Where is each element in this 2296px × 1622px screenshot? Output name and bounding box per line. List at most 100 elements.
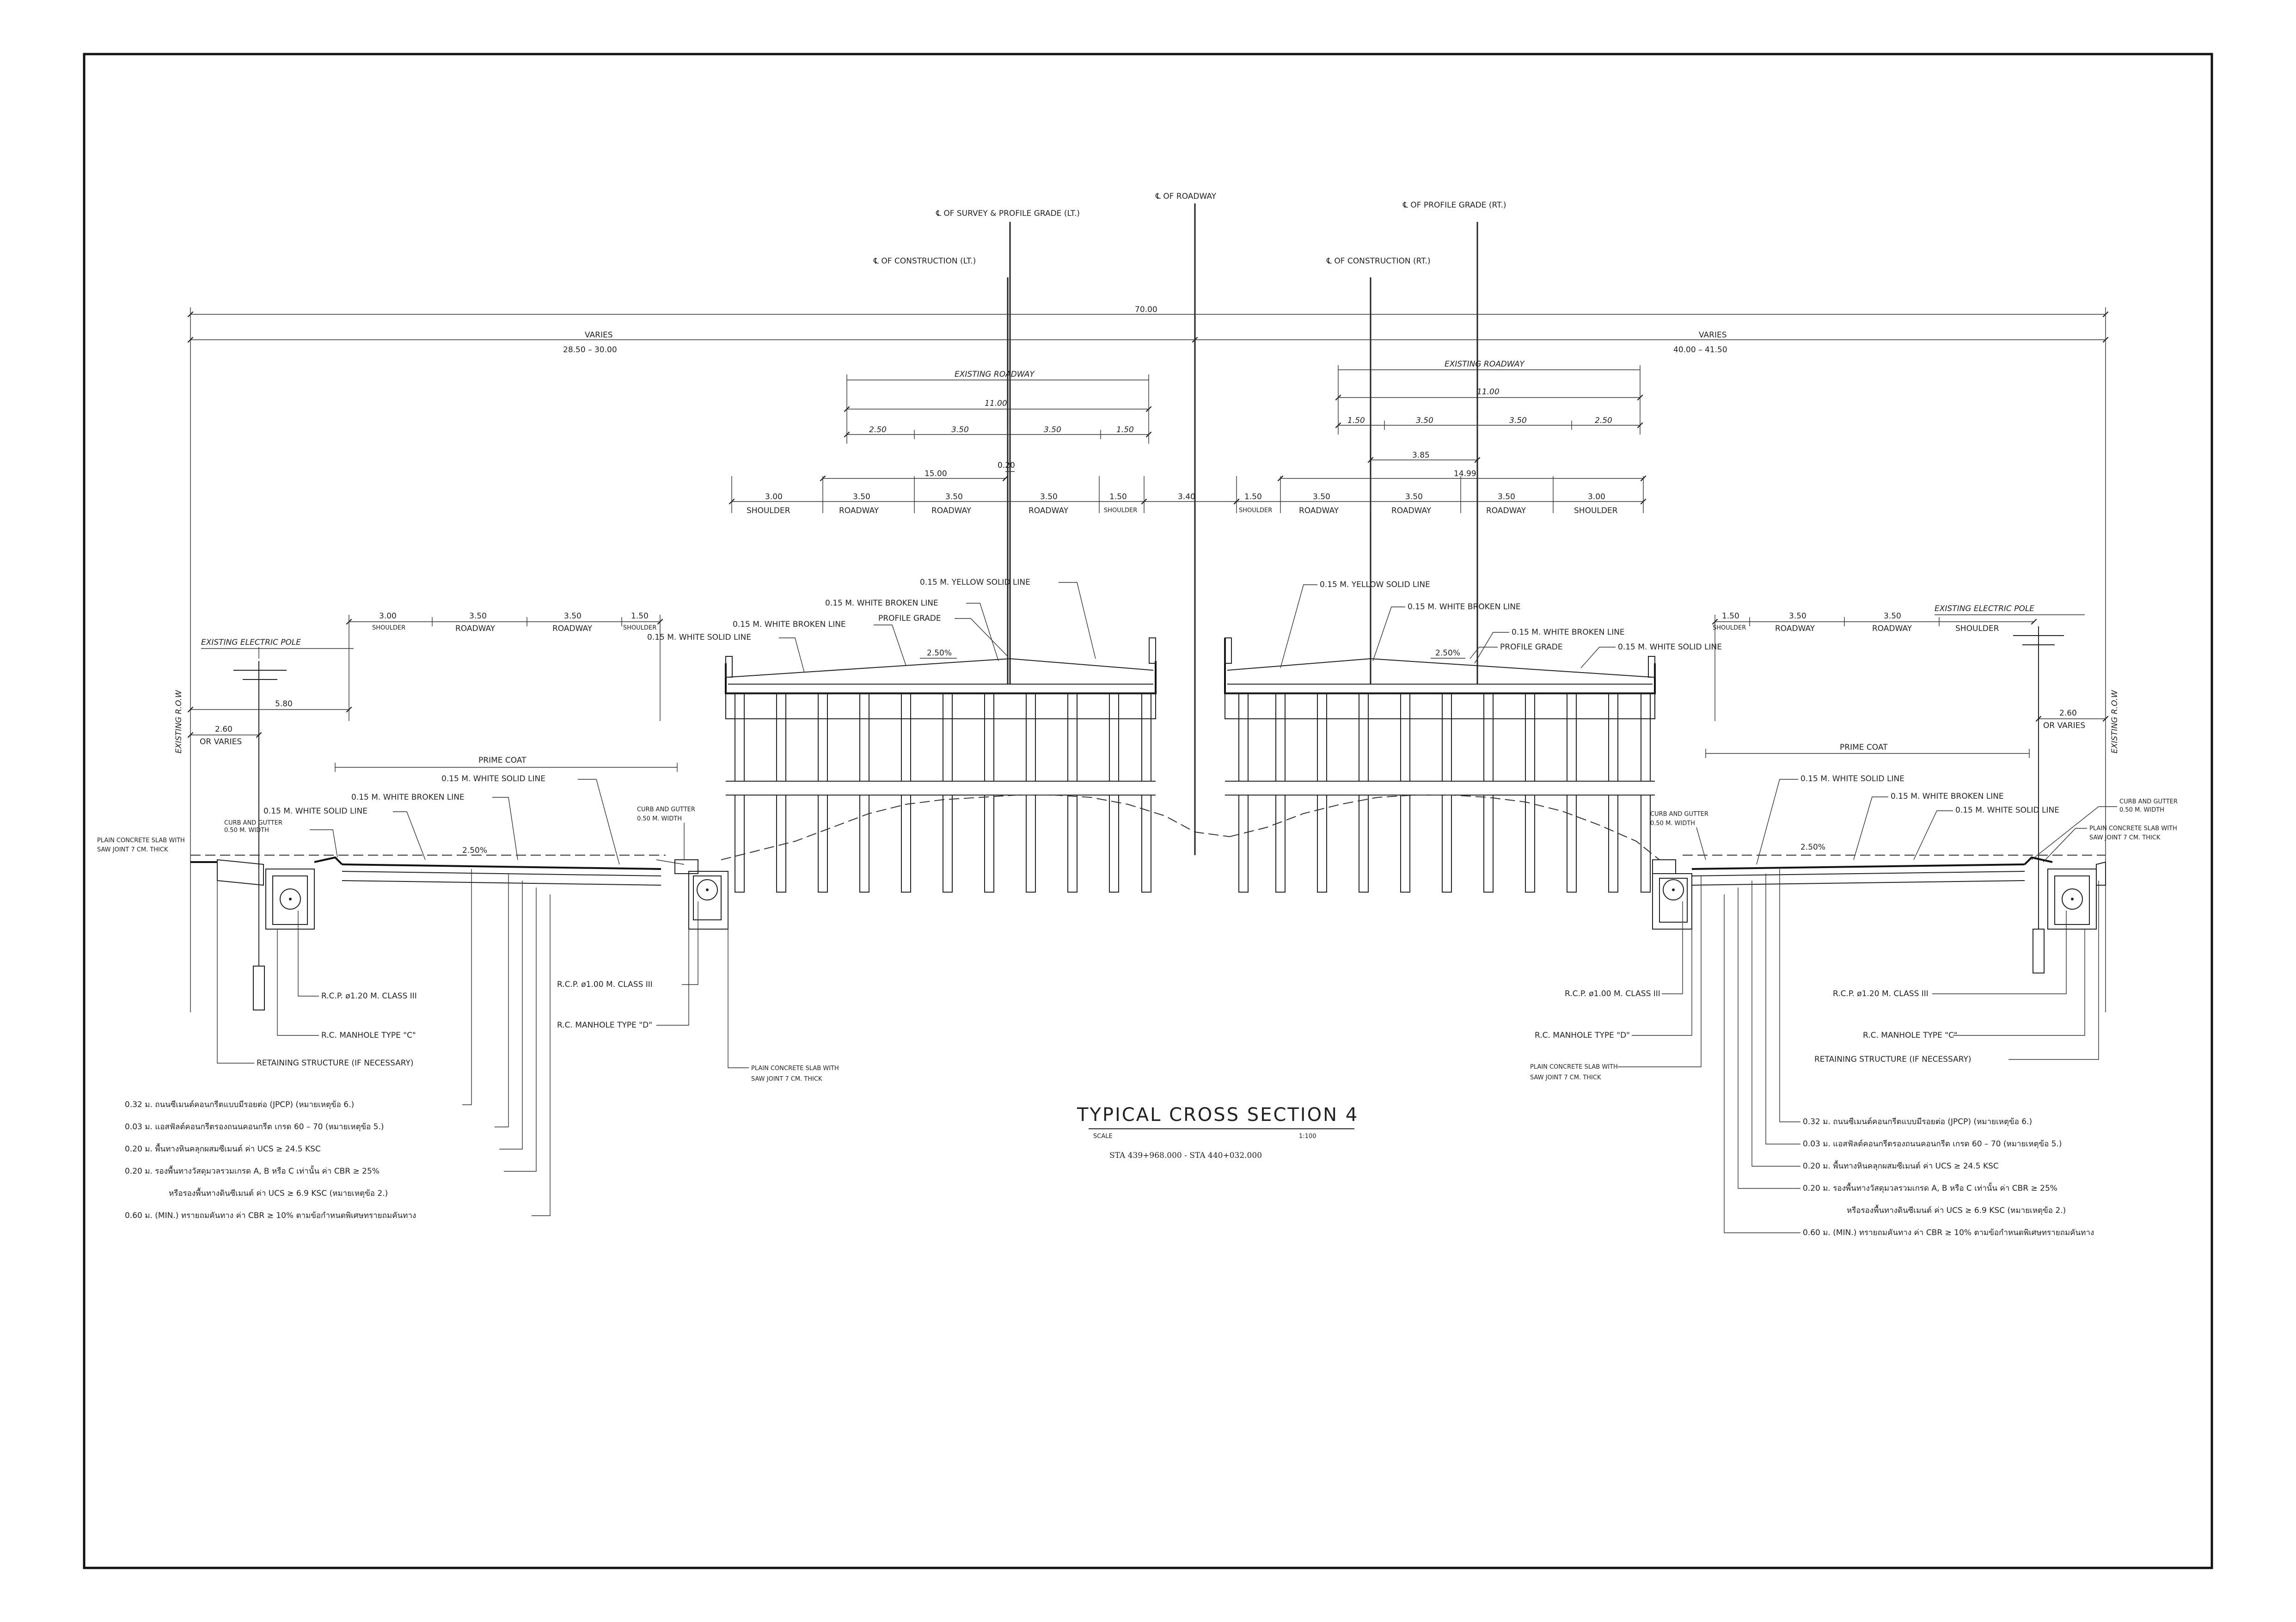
proposed-lt-lbl-4: ROADWAY xyxy=(1029,506,1069,515)
row-label-rt: EXISTING R.O.W xyxy=(2110,690,2119,753)
layer-notes-rt: 0.32 ม. ถนนซีเมนต์คอนกรีตแบบมีรอยต่อ (JP… xyxy=(1724,869,2094,1237)
dim-varies-right: VARIES xyxy=(1699,331,1727,340)
lbl-rcp-120-lt: R.C.P. ø1.20 M. CLASS III xyxy=(321,992,417,1001)
frontage-lt-seg-4: 1.50 xyxy=(631,612,649,621)
lbl-plain-slab-mid-lt-2: SAW JOINT 7 CM. THICK xyxy=(751,1076,822,1083)
lbl-curb-lt-2: CURB AND GUTTER xyxy=(637,806,695,813)
leader-labels: 0.15 M. YELLOW SOLID LINE 0.15 M. WHITE … xyxy=(97,578,2178,1083)
centerlines: ℄ OF ROADWAY ℄ OF SURVEY & PROFILE GRADE… xyxy=(873,192,1506,855)
existing-rt-total: 11.00 xyxy=(1477,387,1500,397)
proposed-rt-lbl-1: SHOULDER xyxy=(1239,507,1272,514)
lbl-width-lt: 0.50 M. WIDTH xyxy=(224,827,269,834)
existing-lt-seg-1: 2.50 xyxy=(869,425,887,435)
existing-lt-seg-3: 3.50 xyxy=(1044,425,1061,435)
layer-lt-4: 0.20 ม. รองพื้นทางวัสดุมวลรวมเกรด A, B ห… xyxy=(125,1165,380,1176)
existing-lt-title: EXISTING ROADWAY xyxy=(955,370,1035,379)
proposed-rt-total: 14.99 xyxy=(1454,469,1476,478)
lbl-prime-coat-rt: PRIME COAT xyxy=(1840,743,1888,752)
proposed-dimensions: 15.00 0.20 3.00 3.50 3.50 3.50 1.50 SHOU… xyxy=(729,461,1647,515)
frontage-rt-lbl-3: ROADWAY xyxy=(1872,624,1912,633)
lbl-manhole-c-lt: R.C. MANHOLE TYPE "C" xyxy=(321,1031,416,1040)
lbl-slope-frontage-rt: 2.50% xyxy=(1800,843,1825,852)
lbl-plain-slab-lt-1: PLAIN CONCRETE SLAB WITH xyxy=(97,837,185,844)
frontage-rt-seg-1: 1.50 xyxy=(1722,612,1739,621)
station-range: STA 439+968.000 - STA 440+032.000 xyxy=(1109,1151,1262,1160)
lbl-width-lt-2: 0.50 M. WIDTH xyxy=(637,815,682,822)
lbl-broken-lt-1: 0.15 M. WHITE BROKEN LINE xyxy=(825,599,938,608)
lbl-curb-rt: CURB AND GUTTER xyxy=(2119,798,2178,805)
layer-lt-3: 0.20 ม. พื้นทางหินคลุกผสมซีเมนต์ ค่า UCS… xyxy=(125,1143,321,1154)
lbl-broken-rt-1: 0.15 M. WHITE BROKEN LINE xyxy=(1408,602,1521,612)
lbl-plain-slab-mid-lt-1: PLAIN CONCRETE SLAB WITH xyxy=(751,1065,839,1072)
existing-roadway-rt: EXISTING ROADWAY 11.00 1.50 3.50 3.50 2.… xyxy=(1335,360,1643,463)
row-dim-lt-2: 2.60 xyxy=(215,725,233,734)
lbl-manhole-d-lt: R.C. MANHOLE TYPE "D" xyxy=(557,1021,652,1030)
existing-rt-seg-4: 2.50 xyxy=(1595,416,1612,425)
row-or-varies-rt: OR VARIES xyxy=(2043,721,2085,730)
lbl-plain-slab-rt-2: SAW JOINT 7 CM. THICK xyxy=(2089,834,2161,841)
frontage-rt-lbl-4: SHOULDER xyxy=(1955,624,1999,633)
row-dim-lt-1: 5.80 xyxy=(275,699,293,709)
lbl-solid-frontage-lt: 0.15 M. WHITE SOLID LINE xyxy=(441,774,545,783)
lbl-yellow-lt: 0.15 M. YELLOW SOLID LINE xyxy=(920,578,1030,587)
drawing-title: TYPICAL CROSS SECTION 4 xyxy=(1077,1104,1359,1126)
lbl-retaining-rt: RETAINING STRUCTURE (IF NECESSARY) xyxy=(1814,1055,1971,1064)
frontage-lt-lbl-4: SHOULDER xyxy=(623,624,656,631)
proposed-lt-lbl-3: ROADWAY xyxy=(931,506,972,515)
row-or-varies-lt: OR VARIES xyxy=(200,737,242,747)
dim-total: 70.00 xyxy=(1135,305,1157,314)
lbl-slope-deck-lt: 2.50% xyxy=(927,649,952,658)
frontage-lt-seg-3: 3.50 xyxy=(564,612,582,621)
layer-rt-1: 0.32 ม. ถนนซีเมนต์คอนกรีตแบบมีรอยต่อ (JP… xyxy=(1803,1117,2032,1126)
row-dim-rt: 2.60 xyxy=(2059,709,2077,718)
lbl-broken-rt-2: 0.15 M. WHITE BROKEN LINE xyxy=(1512,628,1625,637)
lbl-retaining-lt: RETAINING STRUCTURE (IF NECESSARY) xyxy=(257,1059,414,1068)
lbl-prime-coat-lt: PRIME COAT xyxy=(478,756,527,765)
lbl-yellow-rt: 0.15 M. YELLOW SOLID LINE xyxy=(1320,580,1430,589)
lbl-rcp-100-rt: R.C.P. ø1.00 M. CLASS III xyxy=(1565,989,1660,998)
frontage-lt-seg-2: 3.50 xyxy=(469,612,487,621)
scale-value: 1:100 xyxy=(1299,1133,1316,1140)
frontage-rt-seg-3: 3.50 xyxy=(1884,612,1901,621)
proposed-rt-seg-5: 3.00 xyxy=(1588,492,1605,502)
proposed-rt-seg-1: 1.50 xyxy=(1244,492,1262,502)
lbl-profile-lt: PROFILE GRADE xyxy=(878,614,941,623)
layer-lt-2: 0.03 ม. แอสฟัลต์คอนกรีตรองถนนคอนกรีต เกร… xyxy=(125,1122,384,1132)
bridge-deck-lt xyxy=(721,637,1230,893)
cl-construction-lt-label: ℄ OF CONSTRUCTION (LT.) xyxy=(873,257,976,266)
median-width: 3.40 xyxy=(1178,492,1195,502)
existing-rt-offset: 3.85 xyxy=(1412,451,1430,460)
title-block: TYPICAL CROSS SECTION 4 SCALE 1:100 STA … xyxy=(1077,1104,1359,1160)
lbl-slope-frontage-lt: 2.50% xyxy=(462,846,487,855)
lbl-plain-slab-lt-2: SAW JOINT 7 CM. THICK xyxy=(97,846,168,853)
lbl-solid-frontage-rt: 0.15 M. WHITE SOLID LINE xyxy=(1800,774,1904,783)
proposed-lt-seg-4: 3.50 xyxy=(1040,492,1058,502)
frontage-rt-seg-2: 3.50 xyxy=(1789,612,1806,621)
proposed-rt-lbl-4: ROADWAY xyxy=(1486,506,1526,515)
layer-rt-2: 0.03 ม. แอสฟัลต์คอนกรีตรองถนนคอนกรีต เกร… xyxy=(1803,1139,2062,1149)
existing-rt-seg-1: 1.50 xyxy=(1347,416,1365,425)
lbl-rcp-100-lt: R.C.P. ø1.00 M. CLASS III xyxy=(557,980,653,989)
frontage-rt-lbl-2: ROADWAY xyxy=(1775,624,1815,633)
layer-rt-5: หรือรองพื้นทางดินซีเมนต์ ค่า UCS ≥ 6.9 K… xyxy=(1847,1205,2066,1215)
frontage-lt-seg-1: 3.00 xyxy=(379,612,397,621)
lbl-rcp-120-rt: R.C.P. ø1.20 M. CLASS III xyxy=(1833,989,1929,998)
lbl-profile-rt: PROFILE GRADE xyxy=(1500,643,1563,652)
frontage-dimensions: 3.00 3.50 3.50 1.50 SHOULDER ROADWAY ROA… xyxy=(346,612,2037,721)
existing-rt-title: EXISTING ROADWAY xyxy=(1445,360,1525,369)
cl-construction-rt-label: ℄ OF CONSTRUCTION (RT.) xyxy=(1326,257,1431,266)
scale-label: SCALE xyxy=(1093,1133,1113,1140)
existing-rt-seg-2: 3.50 xyxy=(1416,416,1433,425)
cl-survey-lt-label: ℄ OF SURVEY & PROFILE GRADE (LT.) xyxy=(936,209,1080,218)
proposed-lt-lbl-2: ROADWAY xyxy=(839,506,879,515)
proposed-lt-total: 15.00 xyxy=(925,469,947,478)
lbl-solid-frontage-lt-2: 0.15 M. WHITE SOLID LINE xyxy=(263,807,367,816)
layer-rt-4: 0.20 ม. รองพื้นทางวัสดุมวลรวมเกรด A, B ห… xyxy=(1803,1182,2057,1193)
lbl-width-rt-2: 0.50 M. WIDTH xyxy=(1650,820,1695,827)
lbl-broken-frontage-rt: 0.15 M. WHITE BROKEN LINE xyxy=(1891,792,2004,801)
lbl-broken-frontage-lt: 0.15 M. WHITE BROKEN LINE xyxy=(351,793,465,802)
pole-label-lt: EXISTING ELECTRIC POLE xyxy=(201,638,301,647)
existing-rt-seg-3: 3.50 xyxy=(1509,416,1527,425)
proposed-rt-seg-2: 3.50 xyxy=(1313,492,1330,502)
